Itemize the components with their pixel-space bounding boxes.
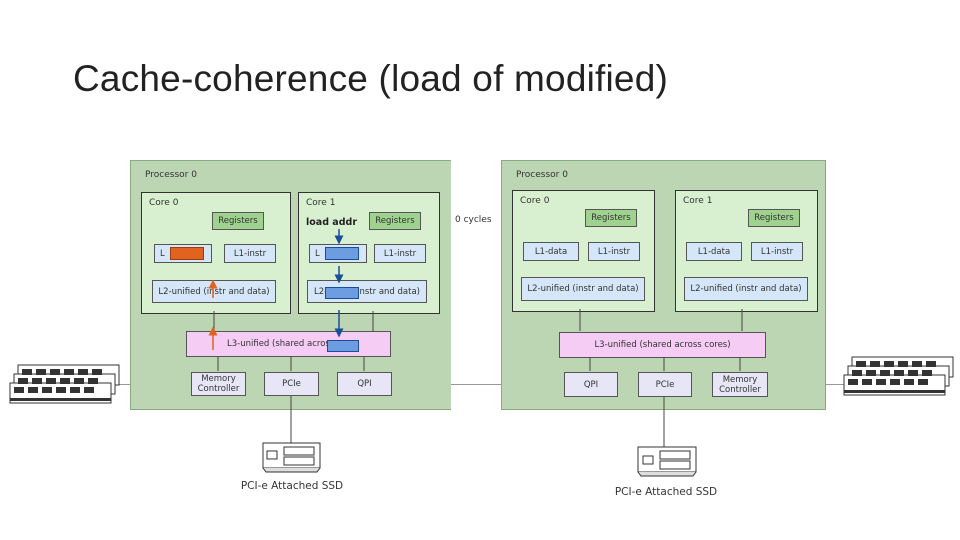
left-ssd-label: PCI-e Attached SSD <box>240 480 344 492</box>
right-memory-controller: Memory Controller <box>712 372 768 397</box>
right-l3-cache: L3-unified (shared across cores) <box>559 332 766 358</box>
left-core0-l1-data-label: L <box>160 248 165 259</box>
left-memory-controller: Memory Controller <box>191 372 246 396</box>
left-core0-l1-instr: L1-instr <box>224 244 276 263</box>
right-core1-l2: L2-unified (instr and data) <box>684 277 808 301</box>
right-core1-registers: Registers <box>748 209 800 227</box>
left-processor-label: Processor 0 <box>145 170 197 180</box>
left-l3-loaded-line <box>327 340 359 352</box>
left-core1-l2-label-b: instr and data) <box>357 286 420 297</box>
right-core0: Core 0 Registers L1-data L1-instr L2-uni… <box>512 190 655 312</box>
right-internal-wires <box>579 309 743 447</box>
right-ssd-icon <box>637 446 697 477</box>
left-core1-l2-loaded-line <box>325 287 359 299</box>
right-core1-l1-data: L1-data <box>686 242 742 261</box>
memory-bus-line <box>110 384 850 385</box>
right-core0-registers: Registers <box>585 209 637 227</box>
left-ssd-icon <box>262 442 321 473</box>
left-core0-label: Core 0 <box>149 198 179 208</box>
right-memory-sticks-icon <box>843 356 954 396</box>
left-l3-cache: L3-unified (shared across <box>186 331 391 357</box>
left-memory-sticks-icon <box>9 364 120 404</box>
right-core0-l1-instr: L1-instr <box>588 242 640 261</box>
right-core1: Core 1 Registers L1-data L1-instr L2-uni… <box>675 190 818 312</box>
left-core1-l1-instr: L1-instr <box>374 244 426 263</box>
page-title: Cache-coherence (load of modified) <box>73 58 669 99</box>
left-core1-label: Core 1 <box>306 198 336 208</box>
right-processor-label: Processor 0 <box>516 170 568 180</box>
left-l3-label: L3-unified (shared across <box>227 339 335 349</box>
left-core0-l1-modified-line <box>170 247 204 260</box>
left-internal-wires <box>213 311 374 443</box>
cycles-note: 0 cycles <box>455 215 492 225</box>
left-core1-l1-loaded-line <box>325 247 359 260</box>
right-qpi: QPI <box>564 372 618 397</box>
right-core1-l1-instr: L1-instr <box>751 242 803 261</box>
left-core1-l1-data-label: L <box>315 248 320 259</box>
left-core1-registers: Registers <box>369 212 421 230</box>
right-core0-l2: L2-unified (instr and data) <box>521 277 645 301</box>
left-core0-registers: Registers <box>212 212 264 230</box>
load-addr-label: load addr <box>306 217 357 228</box>
left-core1-l2-label-a: L2- <box>314 286 328 297</box>
left-qpi: QPI <box>337 372 392 396</box>
right-processor: Processor 0 Core 0 Registers L1-data L1-… <box>501 160 826 410</box>
right-ssd-label: PCI-e Attached SSD <box>614 486 718 498</box>
left-pcie: PCIe <box>264 372 319 396</box>
right-core0-label: Core 0 <box>520 196 550 206</box>
left-core0: Core 0 Registers L L1-instr L2-unified (… <box>141 192 291 314</box>
right-core0-l1-data: L1-data <box>523 242 579 261</box>
right-pcie: PCIe <box>638 372 692 397</box>
right-core1-label: Core 1 <box>683 196 713 206</box>
left-core1: Core 1 load addr Registers L L1-instr L2… <box>298 192 440 314</box>
